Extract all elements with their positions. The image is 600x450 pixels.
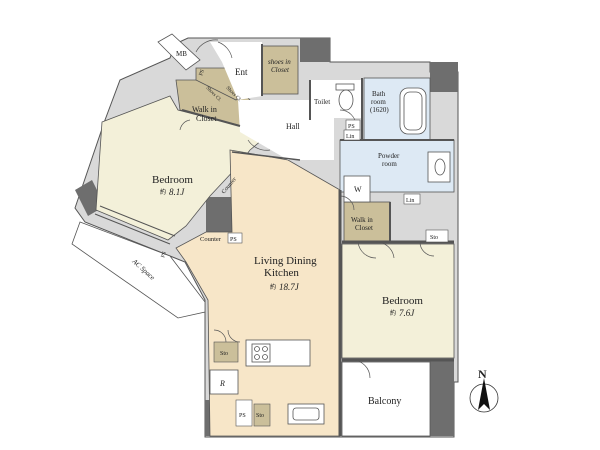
counter-label-2: Counter — [200, 236, 222, 243]
powder-room-label-2: room — [382, 160, 397, 168]
bedroom-2-area-prefix: 約 — [390, 309, 396, 317]
bedroom-2-label: Bedroom — [382, 295, 423, 307]
sto-label-3: Sto — [256, 413, 264, 419]
bedroom-1-label: Bedroom — [152, 174, 193, 186]
bath-label: Bath — [372, 90, 386, 98]
bath-label-2: room — [371, 98, 386, 106]
bedroom-1-area-prefix: 約 — [160, 188, 166, 196]
vanity-sink-icon — [427, 151, 451, 183]
sto-box-3 — [253, 403, 271, 427]
walk-in-closet-1-label: Walk in — [192, 105, 217, 114]
ldk-label-2: Kitchen — [264, 267, 299, 279]
ac-space-floor — [71, 221, 206, 319]
column-se — [430, 360, 454, 436]
toilet-label: Toilet — [314, 98, 330, 106]
sto-label-1: Sto — [430, 235, 438, 241]
hall-label: Hall — [286, 122, 301, 131]
compass-arrow-icon — [478, 378, 490, 410]
lin-box-2 — [403, 193, 421, 205]
ldk-label: Living Dining — [254, 255, 317, 267]
bedroom-2-floor — [341, 243, 455, 359]
fridge-label: R — [219, 379, 225, 388]
shoes-closet-label-2: Closet — [271, 66, 290, 74]
ps-label-1: PS — [348, 124, 355, 130]
balcony-floor — [341, 361, 431, 437]
sto-label-2: Sto — [220, 351, 228, 357]
column-ne — [430, 62, 458, 92]
mb-box — [157, 33, 201, 71]
shoes-closet-label: shoes in — [268, 58, 291, 66]
ps-box-3 — [235, 399, 253, 427]
bedroom-1-area: 8.1J — [169, 187, 185, 197]
walk-in-closet-1-label-2: Closet — [196, 114, 217, 123]
bath-label-3: (1620) — [370, 106, 389, 114]
mb-label: MB — [176, 50, 187, 58]
toilet-icon — [338, 89, 354, 111]
ps-label-4: PS — [198, 69, 206, 77]
sto-box-1 — [425, 229, 449, 243]
entrance-floor — [210, 42, 262, 100]
lin-label-2: Lin — [406, 198, 414, 204]
compass-north-label: N — [478, 367, 487, 381]
walk-in-closet-2-label: Walk in — [351, 216, 373, 224]
entrance-label: Ent — [235, 67, 248, 77]
bathtub-icon — [399, 87, 427, 135]
north-compass: N — [469, 367, 499, 413]
lin-box-1 — [343, 129, 361, 141]
lin-label-1: Lin — [346, 134, 354, 140]
powder-room-label: Powder — [378, 152, 400, 160]
stove-icon — [251, 343, 271, 363]
column-center — [206, 197, 232, 232]
shoes-closet-floor — [261, 45, 299, 95]
ldk-area: 18.7J — [279, 282, 300, 292]
ps-label-2: PS — [230, 237, 237, 243]
balcony-label: Balcony — [368, 396, 401, 407]
labels: Bedroom 約 8.1J Walk in Closet Shoes Cl. … — [130, 50, 449, 427]
sto-box-2 — [213, 341, 239, 363]
washer-icon — [343, 175, 371, 203]
sink-icon — [287, 403, 325, 425]
fixtures — [94, 33, 454, 436]
ps-label-5: PS — [239, 413, 246, 419]
bedroom-2-area: 7.6J — [399, 308, 415, 318]
ps-box-2 — [227, 232, 243, 244]
walk-in-closet-2-label-2: Closet — [355, 224, 373, 232]
washer-label: W — [354, 185, 362, 194]
ldk-area-prefix: 約 — [270, 283, 276, 291]
column-n — [300, 38, 330, 62]
fridge-icon — [209, 369, 239, 395]
ps-label-3: PS — [160, 251, 168, 259]
